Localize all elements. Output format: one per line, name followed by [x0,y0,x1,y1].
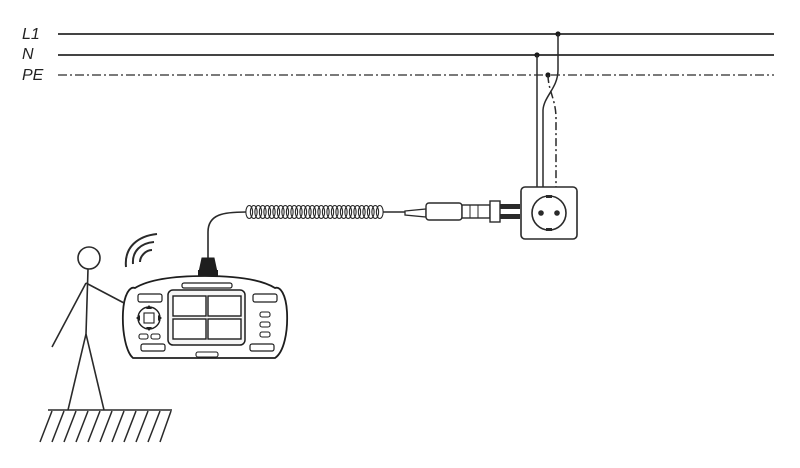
drop-wires [536,34,559,188]
conductor-label-pe: PE [22,67,44,84]
coil-loop [375,204,384,220]
conductor-n: N [22,46,774,63]
person-icon [51,246,125,411]
conductor-label-l1: L1 [22,26,40,43]
coil-loop [249,204,258,220]
conductor-label-n: N [22,46,34,63]
test-plug-icon [404,200,520,223]
coil-loop [344,204,353,220]
coil-loop [281,204,290,220]
coil-loop [272,204,281,220]
coil-loop [317,204,326,220]
earth-ground-icon [39,409,172,443]
coil-loop [294,204,303,220]
multifunction-tester-icon [121,275,289,359]
coil-loop [254,204,263,220]
coil-loop [321,204,330,220]
coil-loop [357,204,366,220]
conductor-l1: L1 [22,26,774,43]
coil-loop [308,204,317,220]
coil-loop [276,204,285,220]
wireless-signal-icon [124,233,158,268]
coil-loop [267,204,276,220]
coil-loop [299,204,308,220]
coil-loop [303,204,312,220]
coil-loop [258,204,267,220]
coil-loop [312,204,321,220]
coil-loop [353,204,362,220]
coil-loop [326,204,335,220]
coil-loop [339,204,348,220]
coil-loop [330,204,339,220]
coiled-cable-icon [245,204,384,220]
coil-loop [348,204,357,220]
conductor-pe: PE [22,67,774,84]
coil-loop [335,204,344,220]
socket-outlet-icon [520,186,578,240]
coil-loop [362,204,371,220]
coil-loop [285,204,294,220]
coil-loop [263,204,272,220]
coil-loop [290,204,299,220]
coil-loop [366,204,375,220]
cable-to-instrument [207,211,247,258]
instrument-connector [198,257,218,278]
coil-loop [371,204,380,220]
